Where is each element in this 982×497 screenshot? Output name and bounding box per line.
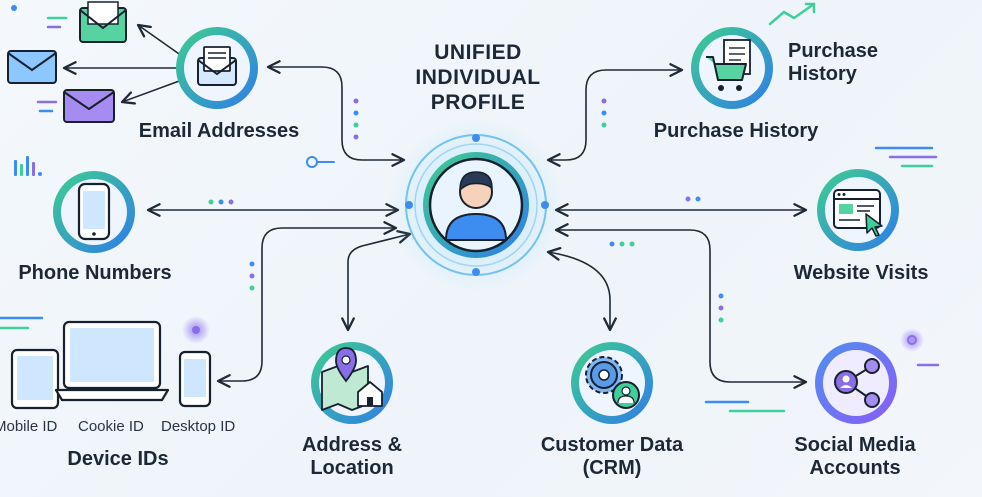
address-label-line-2: Location: [310, 457, 394, 479]
address-label: Address & Location: [288, 434, 416, 480]
connector-device: [216, 221, 398, 388]
mobile-id-label: Mobile ID: [0, 418, 58, 435]
envelope-green-icon: [79, 1, 127, 43]
crm-label: Customer Data (CRM): [532, 434, 692, 480]
tablet-icon: [10, 348, 60, 410]
gear-user-icon: [585, 356, 640, 409]
page-title: UNIFIED INDIVIDUAL PROFILE: [408, 40, 548, 115]
purchase-callout-line-1: Purchase: [788, 40, 879, 62]
purchase-label: Purchase History: [653, 120, 819, 142]
connector-social: [554, 223, 808, 389]
purchase-callout: Purchase History: [788, 40, 892, 86]
central-profile: [388, 117, 564, 293]
browser-cursor-icon: [833, 189, 883, 237]
trend-icon: [768, 2, 816, 26]
device-label: Device IDs: [67, 448, 169, 470]
phone-node: [53, 171, 135, 253]
title-line-2: INDIVIDUAL: [415, 66, 541, 89]
website-label: Website Visits: [793, 262, 929, 284]
envelope-blue-icon: [7, 50, 57, 84]
email-node: [176, 27, 258, 109]
device-icons: [10, 320, 212, 410]
map-pin-icon: [321, 347, 383, 411]
smartphone-icon: [77, 182, 111, 241]
address-label-line-1: Address &: [301, 434, 403, 456]
connector-email-to-envelope-top: [136, 23, 183, 57]
title-line-1: UNIFIED: [434, 41, 522, 64]
connector-email-to-envelope-bottom: [120, 79, 183, 105]
connector-purchase: [546, 63, 684, 167]
share-network-icon: [834, 358, 880, 408]
crm-label-line-1: Customer Data: [540, 434, 684, 456]
address-node: [311, 342, 393, 424]
title-line-3: PROFILE: [430, 91, 526, 114]
connector-address: [341, 230, 412, 332]
website-node: [817, 169, 899, 251]
laptop-icon: [54, 320, 170, 402]
crm-label-line-2: (CRM): [582, 457, 642, 479]
purchase-node: [691, 27, 773, 109]
social-label-line-2: Accounts: [809, 457, 901, 479]
email-label: Email Addresses: [138, 120, 300, 142]
connector-crm: [546, 246, 617, 332]
desktop-id-label: Desktop ID: [161, 418, 236, 435]
connectors: [62, 23, 808, 389]
cart-receipt-icon: [706, 39, 751, 91]
phone-label: Phone Numbers: [18, 262, 172, 284]
user-avatar-icon: [444, 171, 508, 241]
envelope-purple-icon: [63, 89, 115, 123]
cookie-id-label: Cookie ID: [78, 418, 144, 435]
crm-node: [571, 342, 653, 424]
social-label-line-1: Social Media: [794, 434, 916, 456]
signal-bars-icon: [14, 156, 42, 176]
mobile-icon: [178, 350, 212, 408]
connector-email: [266, 60, 406, 167]
envelope-icon: [197, 46, 237, 86]
purchase-callout-line-2: History: [788, 63, 857, 85]
social-label: Social Media Accounts: [780, 434, 930, 480]
social-node: [815, 342, 897, 424]
